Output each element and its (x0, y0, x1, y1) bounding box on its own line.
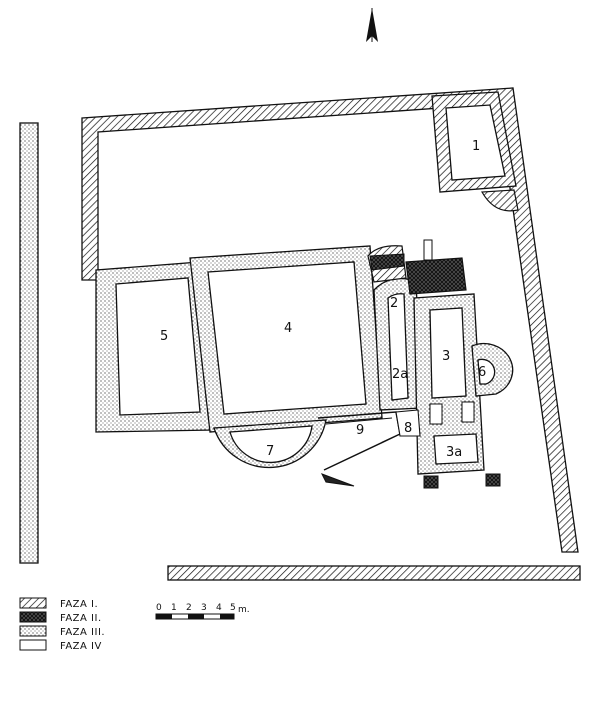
room-7 (213, 419, 355, 487)
legend: FAZA I. FAZA II. FAZA III. FAZA IV (19, 597, 105, 652)
scale-tick-4: 4 (216, 603, 222, 613)
scale-tick-0: 0 (156, 603, 162, 613)
legend-label-3: FAZA III. (60, 627, 105, 638)
scale-tick-5: 5 (230, 603, 236, 613)
room-7-label: 7 (266, 444, 274, 459)
legend-swatch-3 (19, 625, 47, 637)
legend-swatch-1 (19, 597, 47, 609)
legend-label-4: FAZA IV (60, 641, 102, 652)
room-4 (189, 245, 383, 433)
room-8-label: 8 (404, 421, 412, 436)
room-3a-label: 3a (446, 445, 462, 460)
room-1 (431, 91, 519, 212)
room-2a-label: 2a (392, 367, 408, 382)
scale-tick-1: 1 (171, 603, 177, 613)
legend-swatch-2 (19, 611, 47, 623)
room-4-label: 4 (284, 321, 292, 336)
legend-swatch-4 (19, 639, 47, 651)
legend-label-1: FAZA I. (60, 599, 98, 610)
room-3-label: 3 (442, 349, 450, 364)
room-6 (471, 342, 514, 397)
left-strip (19, 122, 39, 564)
scale-tick-3: 3 (201, 603, 207, 613)
north-arrow-icon (366, 8, 378, 42)
room-5-label: 5 (160, 329, 168, 344)
room-8 (395, 409, 421, 437)
scale-unit: m. (238, 605, 250, 615)
bottom-strip (167, 565, 581, 581)
room-6-label: 6 (478, 365, 486, 380)
room-9-label: 9 (356, 423, 364, 438)
scale-tick-2: 2 (186, 603, 192, 613)
phase-two-block (367, 239, 467, 295)
legend-label-2: FAZA II. (60, 613, 102, 624)
scale-bar: 0 1 2 3 4 5 m. (155, 603, 250, 620)
room-3 (413, 293, 501, 489)
room-2-label: 2 (390, 296, 398, 311)
room-1-label: 1 (472, 139, 480, 154)
